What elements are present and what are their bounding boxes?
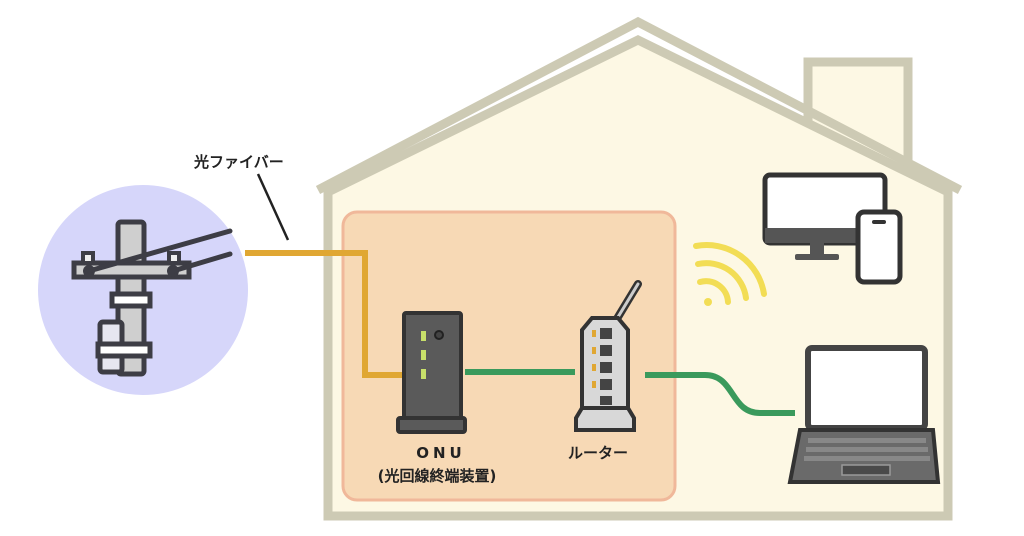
- router-device: [574, 280, 642, 432]
- smartphone-icon: [855, 209, 903, 285]
- onu-label: ONU: [416, 444, 466, 462]
- fiber-leader-line: [256, 173, 290, 241]
- desktop-monitor-icon: [762, 172, 888, 260]
- lan-cable-router-laptop: [645, 372, 795, 416]
- fiber-cable: [245, 250, 402, 378]
- onu-sub-label: (光回線終端装置): [378, 467, 497, 485]
- roof: [315, 16, 963, 194]
- router-label: ルーター: [568, 444, 628, 462]
- utility-pole: [38, 185, 248, 395]
- onu-device: [396, 311, 467, 434]
- wifi-icon: [693, 242, 767, 306]
- fiber-label: 光ファイバー: [193, 153, 284, 171]
- laptop-icon: [787, 345, 941, 484]
